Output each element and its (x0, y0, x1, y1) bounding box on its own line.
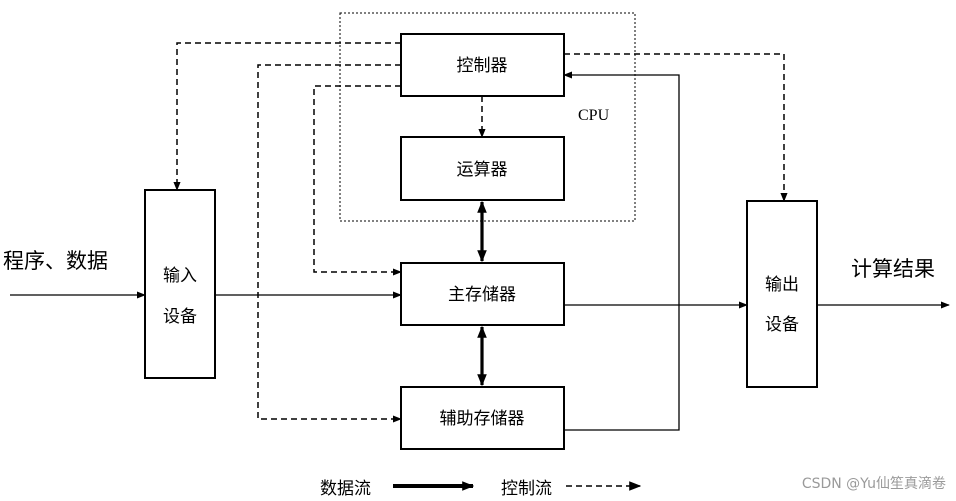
cpu-label: CPU (578, 107, 610, 124)
output-device-label-line1: 输出 (765, 275, 799, 295)
aux-memory-label: 辅助存储器 (440, 409, 525, 429)
watermark-text: CSDN @Yu仙笙真滴卷 (802, 475, 946, 492)
input-device-block: 输入 设备 (144, 189, 216, 379)
main-memory-label: 主存储器 (448, 285, 516, 305)
alu-block: 运算器 (400, 136, 565, 201)
input-device-label-line2: 设备 (163, 307, 197, 327)
output-device-label-line2: 设备 (765, 315, 799, 335)
legend-data-flow-label: 数据流 (320, 479, 371, 499)
legend: 数据流 控制流 (320, 479, 642, 499)
alu-label: 运算器 (457, 160, 508, 180)
aux-to-controller-feedback-arrow (563, 71, 680, 431)
legend-control-flow-label: 控制流 (501, 479, 552, 499)
input-text: 程序、数据 (3, 249, 108, 273)
controller-to-aux-memory-control-line (257, 64, 402, 423)
controller-to-main-memory-control-line (313, 85, 402, 276)
controller-block: 控制器 (400, 33, 565, 97)
controller-label: 控制器 (457, 56, 508, 76)
input-device-label-line1: 输入 (163, 266, 197, 286)
controller-to-output-control-line (564, 53, 788, 202)
aux-memory-block: 辅助存储器 (400, 386, 565, 450)
output-text: 计算结果 (851, 257, 935, 281)
cpu-frame (339, 12, 636, 222)
controller-to-input-control-line (173, 42, 401, 191)
output-device-block: 输出 设备 (746, 200, 818, 388)
main-memory-block: 主存储器 (400, 262, 565, 326)
